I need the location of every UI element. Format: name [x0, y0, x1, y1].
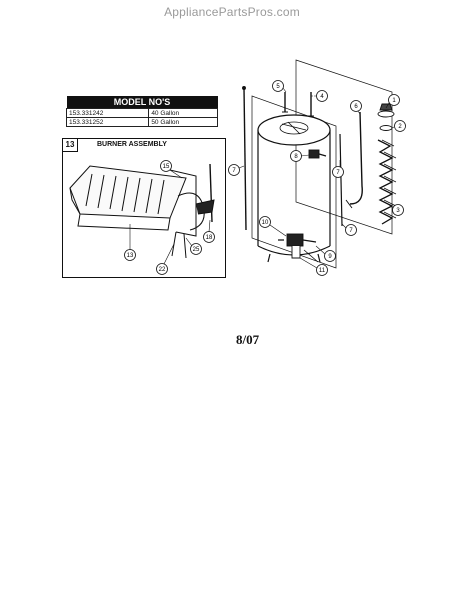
model-number-table: MODEL NO'S 153.331242 40 Gallon 153.3312… — [65, 96, 218, 127]
callout-label: 10 — [262, 220, 269, 226]
water-heater-exploded-view — [242, 59, 397, 269]
callout-label: 8 — [294, 154, 298, 160]
callout-label: 25 — [193, 247, 200, 253]
callout-6: 6 — [350, 100, 362, 115]
revision-date: 8/07 — [236, 332, 260, 347]
callout-18: 18 — [203, 219, 215, 243]
callout-13: 13 — [124, 224, 136, 261]
callout-22: 22 — [156, 243, 175, 275]
callout-5: 5 — [272, 80, 287, 93]
callout-label: 5 — [276, 84, 280, 90]
callout-8: 8 — [290, 150, 310, 162]
callout-7: 7 — [228, 164, 245, 176]
callout-label: 15 — [163, 164, 170, 170]
watermark-text: AppliancePartsPros.com — [164, 5, 300, 19]
callout-label: 22 — [159, 267, 166, 273]
callout-4: 4 — [310, 90, 328, 102]
callout-label: 11 — [319, 268, 326, 274]
table-row: 153.331252 50 Gallon — [65, 117, 218, 127]
burner-assembly-inset: 13 BURNER ASSEMBLY — [62, 138, 226, 278]
callout-11: 11 — [299, 257, 328, 276]
callout-label: 6 — [354, 104, 358, 110]
callout-15: 15 — [160, 160, 183, 179]
tank-capacity: 50 Gallon — [148, 117, 218, 127]
callout-7: 7 — [341, 223, 357, 236]
model-table-header: MODEL NO'S — [66, 96, 218, 109]
callout-label: 3 — [396, 208, 400, 214]
callout-2: 2 — [391, 120, 406, 132]
callout-label: 9 — [328, 254, 332, 260]
callout-label: 4 — [320, 94, 324, 100]
callout-7: 7 — [332, 160, 344, 178]
model-number: 153.331252 — [65, 117, 150, 127]
burner-inset-callouts: 15 13 22 25 18 — [124, 160, 215, 275]
burner-assembly-drawing — [69, 163, 215, 259]
callout-10: 10 — [259, 216, 287, 237]
callout-25: 25 — [185, 237, 202, 255]
callout-label: 7 — [232, 168, 236, 174]
callout-label: 1 — [392, 98, 396, 104]
callout-1: 1 — [385, 94, 400, 109]
callout-label: 7 — [336, 170, 340, 176]
callout-label: 2 — [398, 124, 402, 130]
inset-title: BURNER ASSEMBLY — [97, 141, 167, 148]
callout-label: 7 — [349, 228, 353, 234]
callout-label: 13 — [127, 253, 134, 259]
callout-3: 3 — [387, 203, 404, 216]
callout-9: 9 — [315, 245, 336, 262]
main-callouts: 1 2 3 4 5 6 7 — [228, 80, 406, 276]
callout-label: 18 — [206, 235, 213, 241]
inset-number: 13 — [62, 138, 78, 152]
